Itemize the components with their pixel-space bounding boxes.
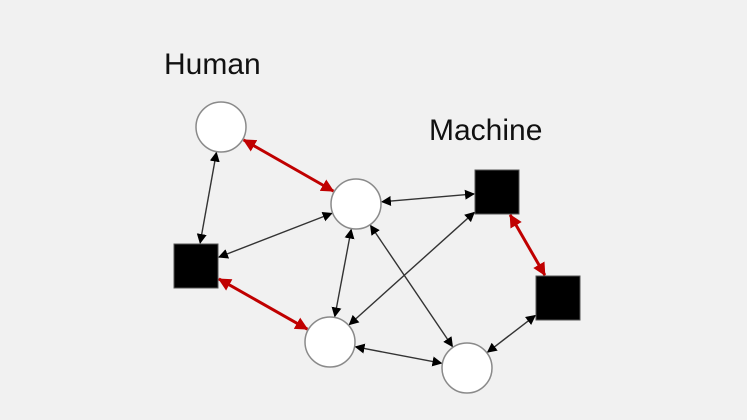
edge-h1-m1 [196, 151, 220, 245]
edge-m2-h3 [348, 211, 476, 326]
edge-h4-m3 [486, 314, 537, 353]
edge-h2-m2 [380, 189, 475, 207]
highlighted-edge-m1-h3 [218, 277, 309, 331]
machine-node-m3 [535, 275, 581, 321]
human-group-label: Human [164, 48, 261, 81]
machine-group-label: Machine [429, 114, 543, 147]
human-node-h2 [330, 178, 382, 230]
highlighted-edge-h1-h2 [242, 138, 335, 193]
human-node-h3 [304, 316, 356, 368]
edge-h3-h4 [354, 343, 443, 367]
machine-node-m2 [474, 169, 520, 215]
highlighted-edge-m2-m3 [508, 214, 547, 276]
human-node-h4 [441, 342, 493, 394]
nodes-layer [173, 101, 581, 394]
edges-layer [196, 138, 547, 367]
edge-h2-m1 [217, 211, 333, 259]
machine-node-m1 [173, 243, 219, 289]
human-node-h1 [195, 101, 247, 153]
edge-h2-h3 [331, 228, 355, 318]
